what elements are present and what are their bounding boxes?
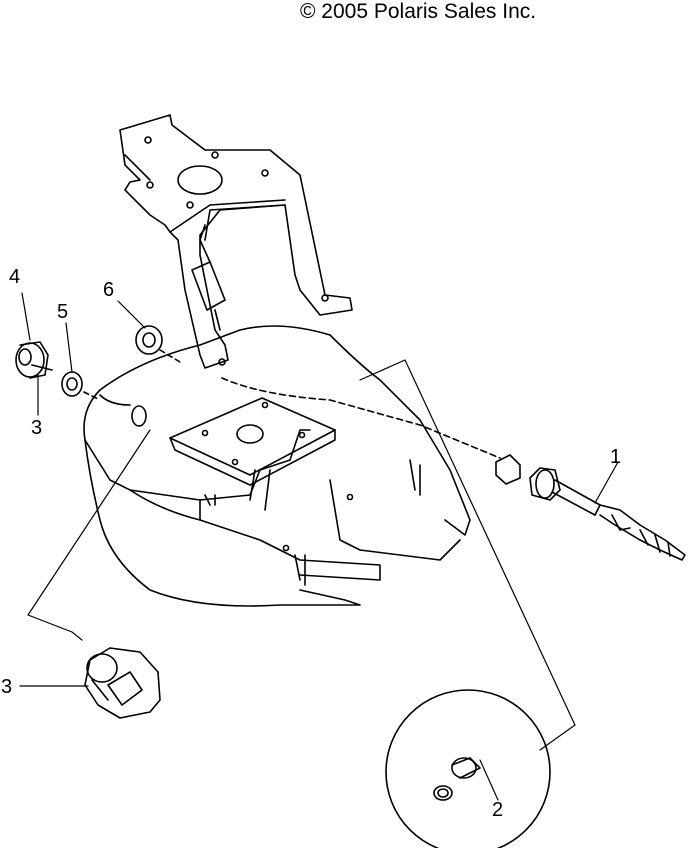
leader-lines xyxy=(20,293,618,800)
cable-assembly xyxy=(222,378,685,560)
nut-part-5 xyxy=(62,372,82,396)
indicator-lamp-part-4 xyxy=(16,342,52,378)
mounting-plate xyxy=(170,398,335,485)
callout-3-upper: 3 xyxy=(31,417,43,439)
detail-inset xyxy=(386,690,550,848)
washer-part-6 xyxy=(136,326,162,354)
callout-2: 2 xyxy=(492,799,504,821)
callout-3-lower: 3 xyxy=(1,676,13,698)
console-shell xyxy=(84,326,470,606)
switch-part-3 xyxy=(85,648,160,718)
callout-1: 1 xyxy=(610,446,622,468)
callout-6: 6 xyxy=(103,279,115,301)
copyright-notice: © 2005 Polaris Sales Inc. xyxy=(300,0,537,23)
mounting-bracket xyxy=(120,115,352,368)
callout-5: 5 xyxy=(57,301,69,323)
callout-4: 4 xyxy=(9,266,21,288)
